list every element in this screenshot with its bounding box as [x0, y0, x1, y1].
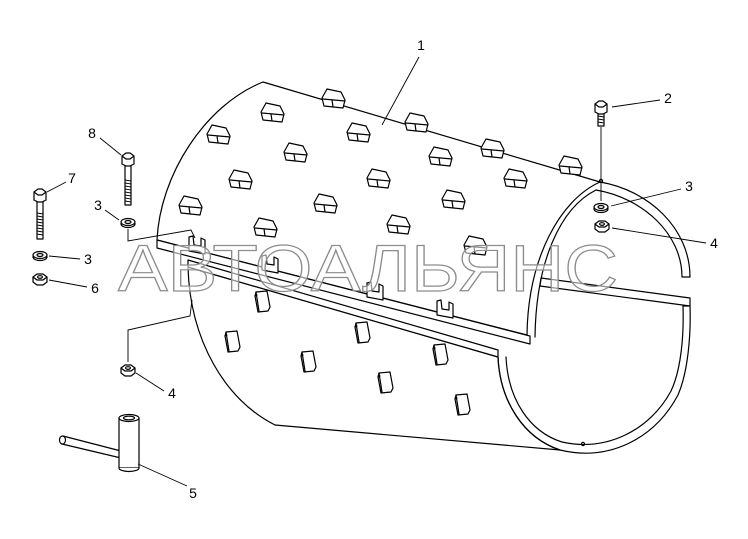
fastener-set-short-bolt	[32, 188, 48, 286]
lower-rasp-tooth	[300, 350, 317, 373]
upper-rasp-tooth	[178, 195, 203, 216]
upper-half-rim-inner	[595, 189, 691, 278]
bolt-head	[594, 100, 608, 115]
rim-hole	[580, 441, 586, 447]
washer	[32, 250, 48, 262]
lower-rasp-tooth	[454, 393, 471, 416]
nut	[120, 364, 136, 377]
watermark-text: АВТОАЛЬЯНС	[118, 231, 618, 305]
leader-bolt-right	[611, 99, 661, 108]
leader-washer-right	[610, 188, 682, 207]
leader-nut-right	[611, 227, 707, 244]
socket-wrench	[58, 413, 140, 473]
upper-half-front-flange	[156, 239, 531, 345]
callout-nut-right: 4	[710, 235, 718, 251]
lower-rasp-tooth	[432, 343, 449, 366]
callouts: 1 2 3 4 8 3 7 3 6 4 5	[68, 37, 718, 501]
wrench-socket-hex	[122, 415, 136, 421]
wrench-handle	[61, 435, 122, 459]
leader-washer-short	[48, 255, 81, 260]
fastener-lower-nut	[120, 299, 193, 377]
callout-washer-right: 3	[685, 178, 693, 194]
wrench-socket-top	[118, 413, 140, 423]
lower-half-rim-outer	[497, 305, 691, 454]
fastener-set-right	[593, 100, 610, 233]
leader-wrench	[137, 463, 188, 487]
lower-rasp-tooth	[354, 321, 371, 344]
fastener-set-long-bolt	[120, 152, 196, 242]
lower-rasp-tooth	[224, 330, 241, 353]
callout-drum: 1	[417, 37, 425, 53]
leader-bolt-long	[99, 137, 122, 156]
callout-washer-long: 3	[94, 197, 102, 213]
upper-rasp-tooth	[428, 146, 453, 167]
bolt-thread	[36, 212, 44, 236]
lower-rasp-tooth	[377, 371, 394, 394]
leader-drum	[381, 56, 420, 126]
upper-half-rim-inner-left	[534, 189, 597, 338]
callout-bolt-right: 2	[664, 90, 672, 106]
upper-rasp-tooth	[283, 142, 308, 163]
upper-rasp-tooth	[503, 168, 528, 189]
bolt-head	[121, 152, 135, 167]
drum-lower-half	[187, 259, 691, 454]
leader-nut-lower	[135, 372, 165, 392]
wrench-handle-end	[58, 435, 67, 445]
upper-rasp-tooth	[558, 155, 583, 176]
callout-washer-short: 3	[84, 251, 92, 267]
leader-lines	[46, 56, 707, 487]
bolt-thread	[597, 115, 605, 124]
upper-rasp-tooth	[206, 124, 231, 145]
nut	[32, 273, 48, 286]
lower-half-rim-inner	[505, 305, 684, 446]
leader-bolt-short	[46, 181, 67, 193]
alignment-line	[127, 299, 193, 362]
callout-nut-short: 6	[91, 280, 99, 296]
washer	[593, 202, 609, 214]
wrench-socket-bottom	[118, 467, 140, 473]
callout-nut-lower: 4	[168, 385, 176, 401]
upper-rasp-tooth	[404, 112, 429, 133]
leader-washer-long	[104, 209, 120, 221]
callout-bolt-long: 8	[88, 125, 96, 141]
leader-nut-short	[48, 279, 88, 288]
upper-rasp-tooth	[260, 102, 285, 123]
wrench-socket	[118, 417, 140, 469]
bolt-thread	[124, 179, 132, 203]
upper-rasp-tooth	[480, 138, 505, 159]
upper-rasp-tooth	[313, 193, 338, 214]
washer	[120, 217, 136, 229]
upper-rasp-tooth	[366, 168, 391, 189]
alignment-line	[127, 229, 196, 242]
callout-bolt-short: 7	[68, 170, 76, 186]
drum-upper-half	[156, 81, 691, 345]
callout-wrench: 5	[189, 485, 197, 501]
bolt-head	[33, 188, 47, 203]
upper-rasp-tooth	[321, 88, 346, 109]
upper-rasp-tooth	[346, 122, 371, 143]
upper-rasp-tooth	[441, 189, 466, 210]
upper-rasp-tooth	[228, 169, 253, 190]
upper-half-rim-outer	[599, 181, 691, 278]
